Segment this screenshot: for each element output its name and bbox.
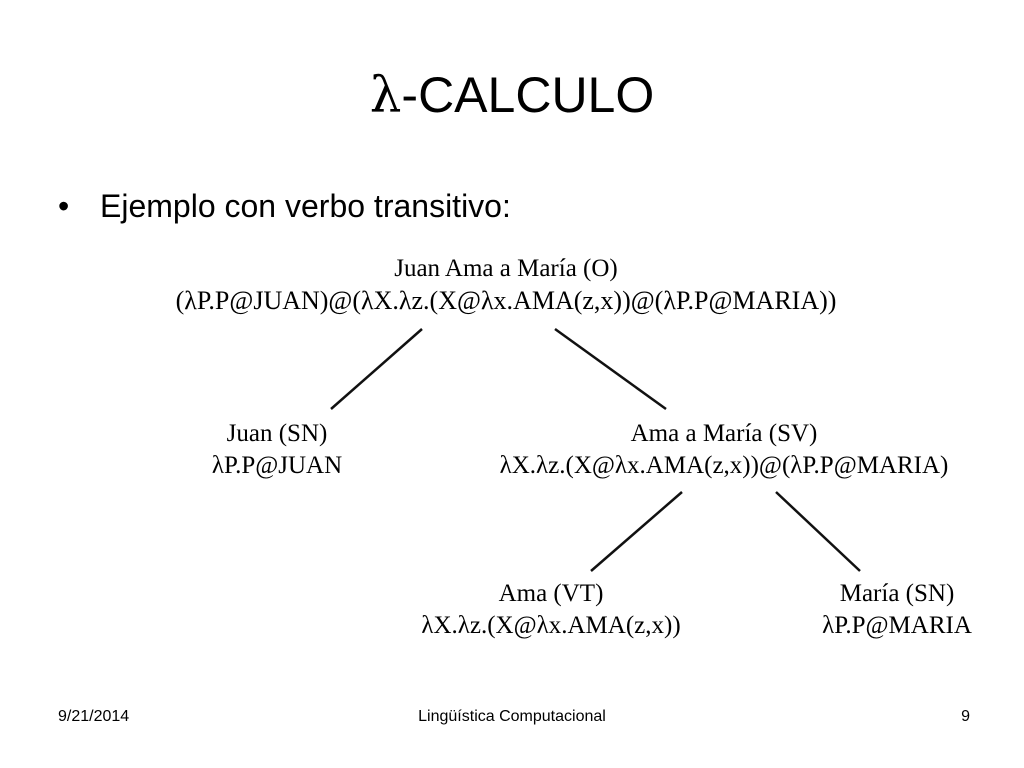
node-expression: (λP.P@JUAN)@(λX.λz.(X@λx.AMA(z,x))@(λP.P…	[175, 286, 837, 315]
bullet-text: Ejemplo con verbo transitivo:	[100, 188, 511, 224]
node-label: Ama a María (SV)	[630, 420, 818, 447]
lambda-symbol: λ	[369, 66, 402, 124]
tree-node-vt: Ama (VT) λX.λz.(X@λx.AMA(z,x))	[421, 578, 680, 642]
footer-page-number: 9	[961, 708, 970, 725]
footer-course: Lingüística Computacional	[418, 708, 606, 725]
bullet-item: • Ejemplo con verbo transitivo:	[58, 184, 511, 228]
tree-node-sn-maria: María (SN) λP.P@MARIA	[822, 578, 972, 642]
footer-date: 9/21/2014	[58, 708, 130, 725]
node-expression: λX.λz.(X@λx.AMA(z,x))	[421, 612, 681, 639]
slide-title: λ-CALCULO	[0, 60, 1024, 130]
edge-root-sv	[554, 327, 667, 411]
node-expression: λP.P@JUAN	[211, 452, 343, 479]
title-text: -CALCULO	[401, 67, 655, 123]
bullet-symbol: •	[58, 188, 70, 224]
node-expression: λX.λz.(X@λx.AMA(z,x))@(λP.P@MARIA)	[499, 452, 949, 479]
edge-sv-sn-maria	[775, 491, 861, 572]
tree-node-sv: Ama a María (SV) λX.λz.(X@λx.AMA(z,x))@(…	[500, 418, 949, 482]
node-label: María (SN)	[839, 580, 955, 607]
tree-node-root: Juan Ama a María (O) (λP.P@JUAN)@(λX.λz.…	[176, 253, 837, 317]
node-label: Ama (VT)	[498, 580, 604, 607]
node-label: Juan (SN)	[226, 420, 328, 447]
tree-node-sn-juan: Juan (SN) λP.P@JUAN	[212, 418, 342, 482]
node-expression: λP.P@MARIA	[822, 612, 972, 639]
edge-sv-vt	[590, 491, 683, 572]
node-label: Juan Ama a María (O)	[394, 255, 618, 282]
edge-root-sn-juan	[330, 328, 423, 410]
